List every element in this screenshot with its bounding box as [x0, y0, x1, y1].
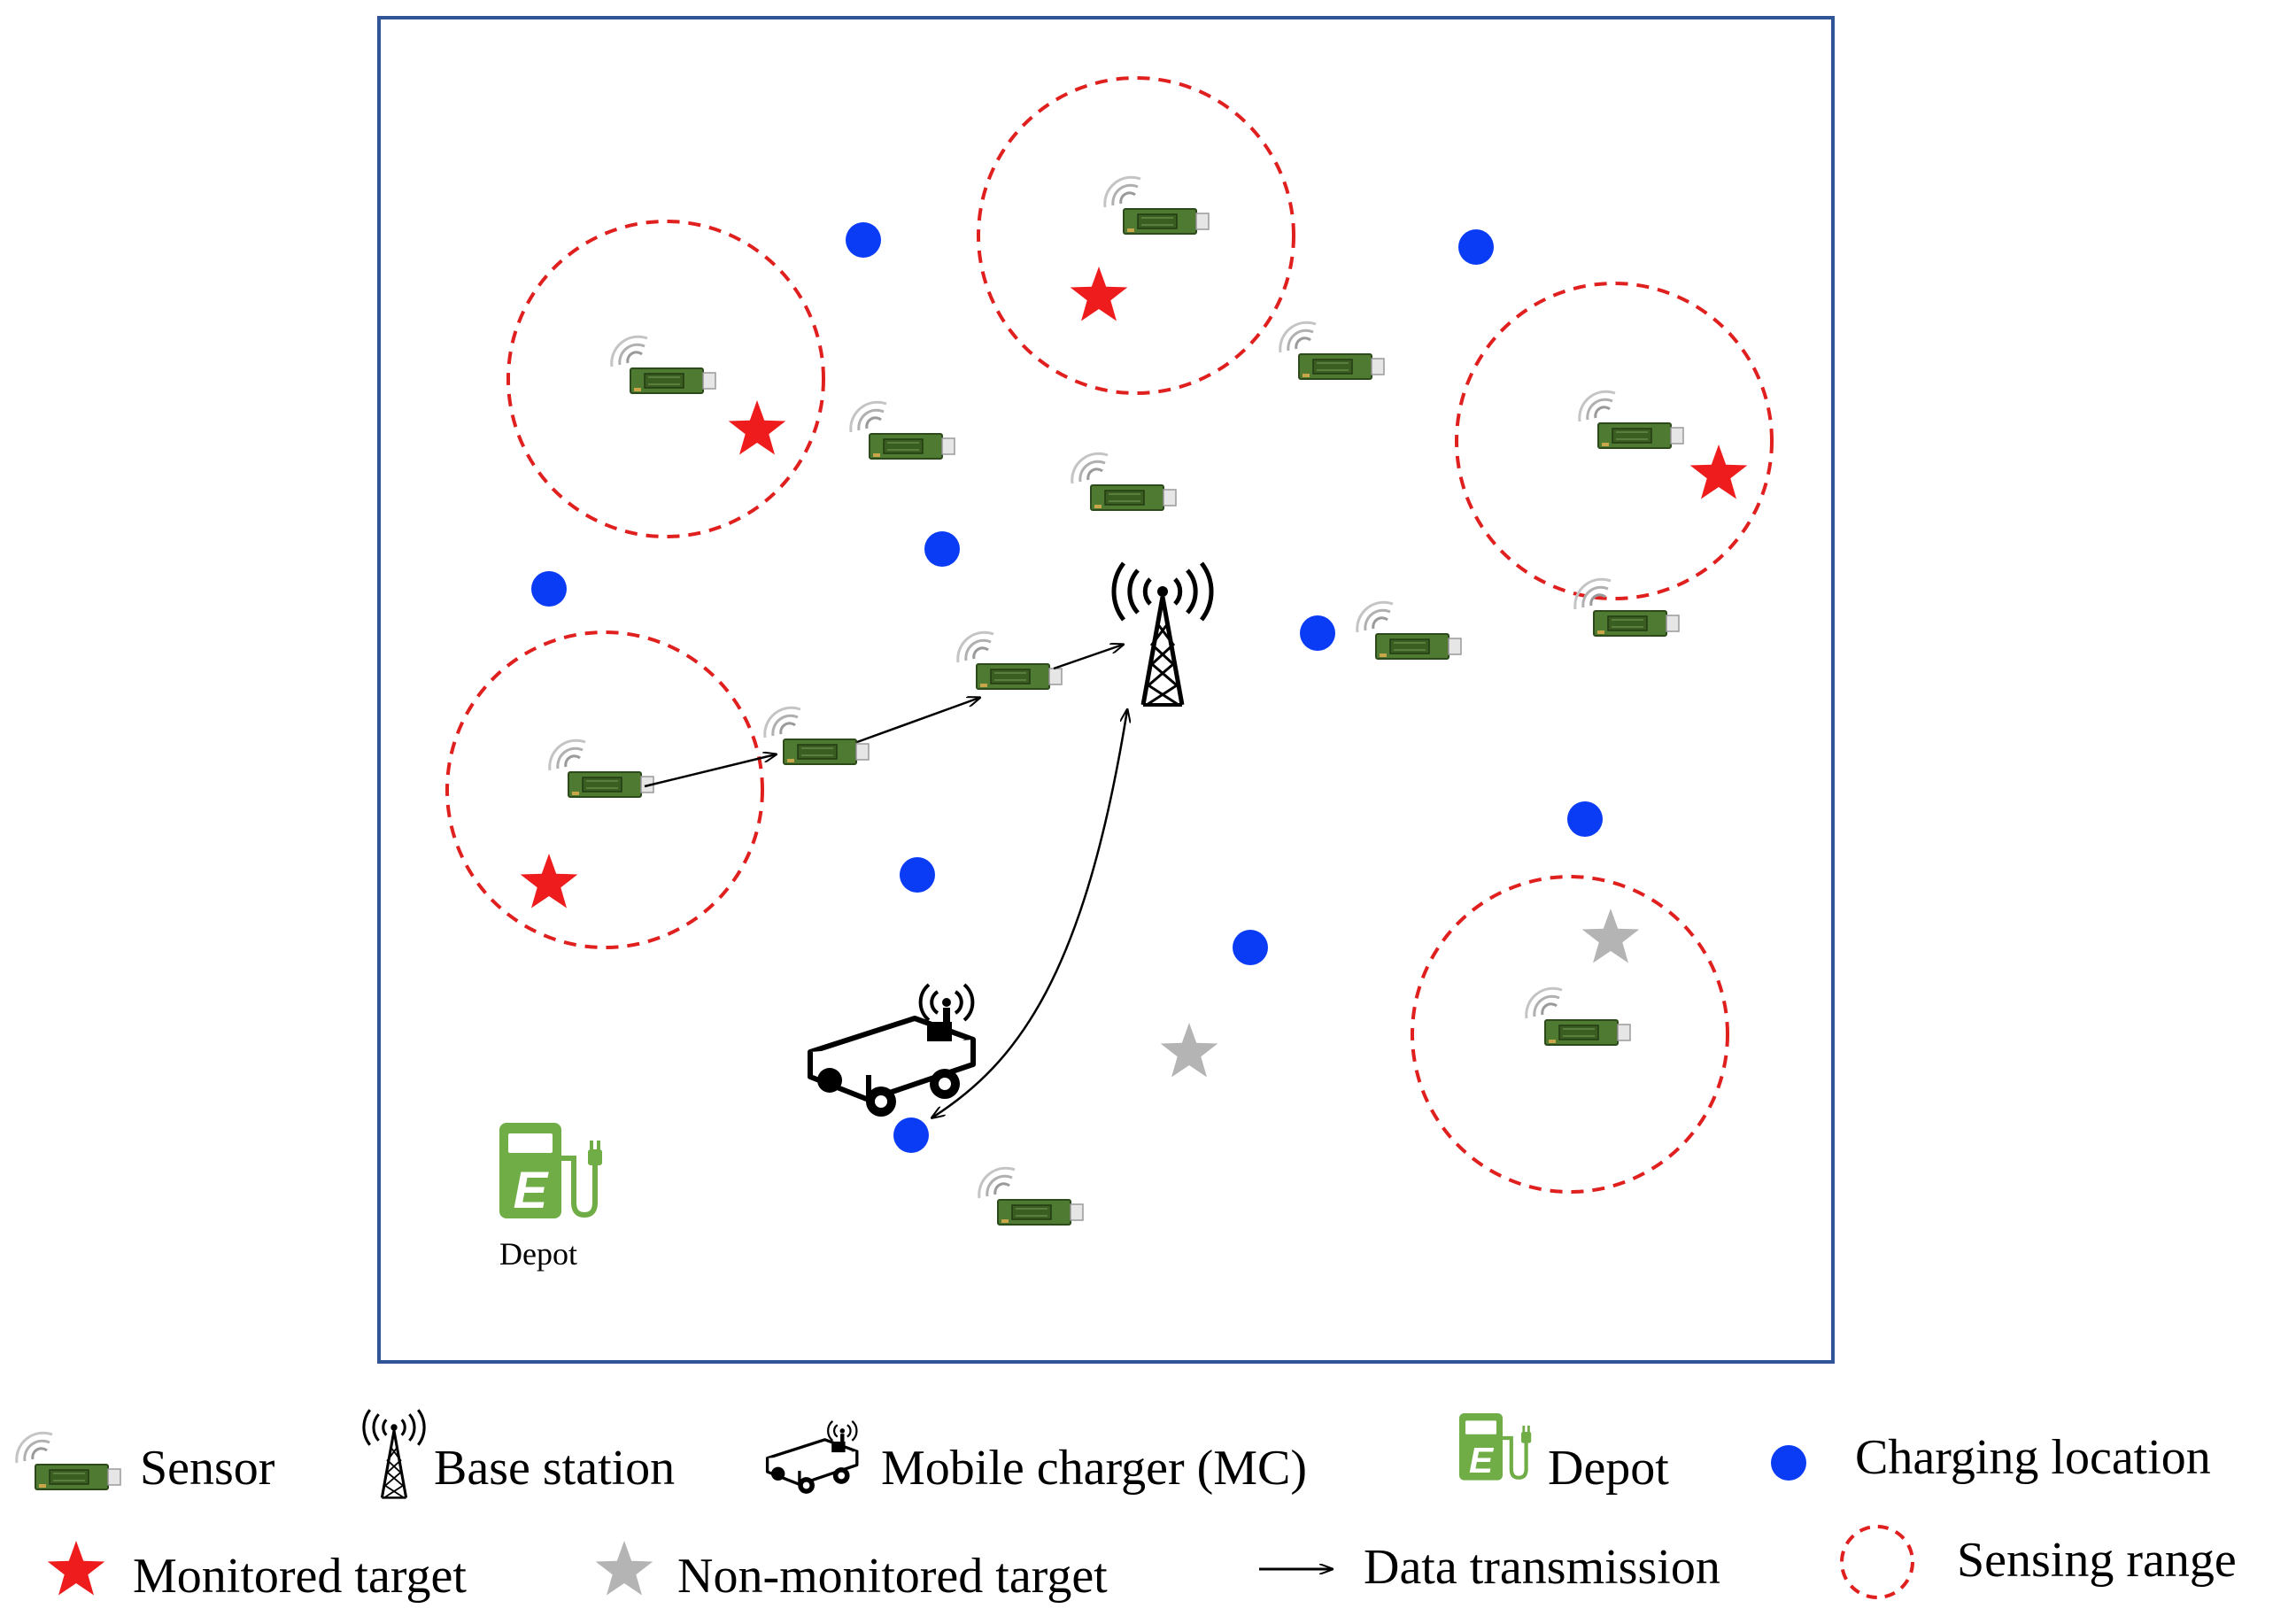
- legend-non-monitored-target-label: Non-monitored target: [677, 1549, 1108, 1604]
- sensing-range: [1411, 875, 1729, 1194]
- legend-monitored-target-label: Monitored target: [133, 1549, 467, 1604]
- legend-base-station-label: Base station: [434, 1441, 675, 1496]
- charging-location-icon: [893, 1117, 929, 1153]
- charging-location-icon: [1567, 801, 1603, 837]
- charging-location-icon: [924, 531, 960, 567]
- legend-sensor-label: Sensor: [140, 1441, 275, 1496]
- legend-sensing-range-label: Sensing range: [1957, 1533, 2237, 1588]
- charging-locations: [531, 222, 1603, 1153]
- field-border: [377, 16, 1835, 1364]
- legend-non-monitored-target-icon: [595, 1541, 653, 1596]
- sensing-range: [977, 76, 1295, 395]
- legend-mobile-charger-icon: [765, 1419, 859, 1496]
- data-transmission-arrow: [1053, 645, 1123, 670]
- charging-location-icon: [1458, 229, 1494, 265]
- data-transmission-arrows: [644, 645, 1127, 1117]
- legend-sensing-range-icon: [1840, 1525, 1914, 1599]
- charging-location-icon: [1300, 615, 1335, 651]
- data-transmission-arrow: [856, 698, 979, 744]
- sensing-range: [445, 630, 764, 949]
- sensing-ranges: [445, 76, 1774, 1194]
- sensing-range: [1455, 282, 1774, 600]
- depot-label: Depot: [499, 1236, 577, 1272]
- charging-location-icon: [846, 222, 881, 258]
- charging-location-icon: [900, 857, 935, 893]
- sensing-range: [506, 220, 825, 538]
- legend-sensor-icon: [15, 1431, 122, 1491]
- legend-charging-location-label: Charging location: [1855, 1430, 2211, 1485]
- legend-monitored-target-icon: [47, 1541, 105, 1596]
- mc-link-arrow: [932, 710, 1127, 1117]
- legend-depot-label: Depot: [1548, 1441, 1669, 1496]
- legend-depot-icon: [1459, 1413, 1531, 1481]
- legend-mobile-charger-label: Mobile charger (MC): [881, 1441, 1307, 1496]
- charging-location-icon: [1233, 930, 1268, 965]
- charging-location-icon: [531, 571, 567, 607]
- legend: Sensor Base station Mobile charger (MC) …: [15, 1408, 2237, 1604]
- legend-charging-location-icon: [1771, 1445, 1806, 1481]
- data-transmission-arrow: [644, 754, 776, 788]
- legend-data-transmission-label: Data transmission: [1364, 1540, 1720, 1595]
- legend-base-station-icon: [362, 1408, 426, 1499]
